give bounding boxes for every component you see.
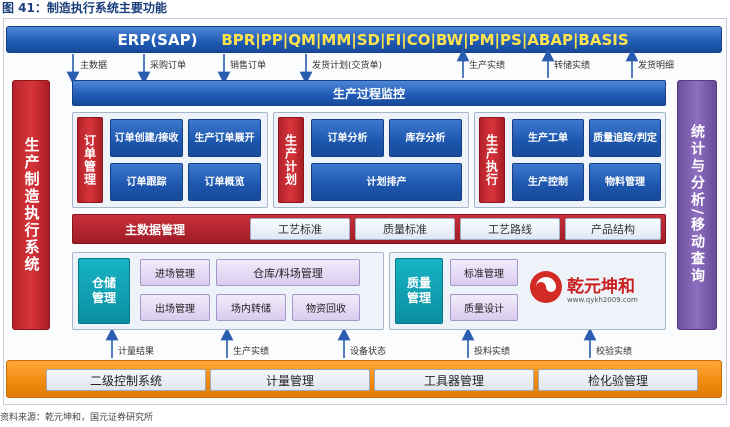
logo-name: 乾元坤和 (567, 277, 635, 297)
order-management-tab: 订单管理 (77, 117, 103, 203)
erp-bar (6, 26, 722, 53)
warehouse-tab: 仓储管理 (78, 258, 130, 324)
exit-management-box: 出场管理 (140, 294, 210, 321)
order-create-receive-box: 订单创建/接收 (110, 119, 183, 157)
lab-inspection-management-box: 检化验管理 (538, 369, 698, 391)
flow-label-feeding-results: 投料实绩 (474, 347, 511, 357)
source-note: 资料来源：乾元坤和，国元证券研究所 (0, 413, 154, 423)
quality-tab: 质量管理 (395, 258, 443, 324)
order-analysis-box: 订单分析 (311, 119, 384, 157)
production-order-expand-box: 生产订单展开 (188, 119, 261, 157)
flow-label-master-data: 主数据 (80, 61, 108, 71)
internal-transfer-box: 场内转储 (216, 294, 286, 321)
warehouse-yard-management-box: 仓库/料场管理 (216, 259, 360, 286)
metering-management-box: 计量管理 (210, 369, 370, 391)
master-item-quality-standard: 质量标准 (355, 218, 455, 240)
flow-label-delivery-plan: 发货计划(交货单) (312, 61, 383, 71)
flow-label-purchase-order: 采购订单 (150, 61, 187, 71)
inventory-analysis-box: 库存分析 (389, 119, 462, 157)
entry-management-box: 进场管理 (140, 259, 210, 286)
order-overview-box: 订单概览 (188, 163, 261, 201)
level2-control-system-box: 二级控制系统 (46, 369, 206, 391)
warehouse-tab-label: 仓储管理 (91, 276, 116, 305)
logo-url: www.qykh2009.com (567, 296, 638, 304)
material-recovery-box: 物资回收 (292, 294, 360, 321)
plan-scheduling-box: 计划排产 (311, 163, 462, 201)
flow-label-bottom-production-results: 生产实绩 (233, 347, 270, 357)
flow-label-calibration-results: 校验实绩 (596, 347, 633, 357)
quality-tab-label: 质量管理 (406, 276, 431, 305)
analytics-side-panel-label: 统计与分析/移动查询 (689, 124, 705, 286)
erp-modules: BPR|PP|QM|MM|SD|FI|CO|BW|PM|PS|ABAP|BASI… (221, 30, 629, 49)
flow-label-equipment-status: 设备状态 (350, 347, 387, 357)
quality-trace-judge-box: 质量追踪/判定 (589, 119, 661, 157)
master-item-product-structure: 产品结构 (565, 218, 661, 240)
flow-label-metering-results: 计量结果 (118, 347, 155, 357)
production-execution-tab: 生产执行 (479, 117, 505, 203)
qykh-logo-icon (530, 271, 562, 303)
figure-title: 图 41：制造执行系统主要功能 (2, 1, 167, 15)
analytics-side-panel (677, 80, 717, 330)
production-monitoring-bar: 生产过程监控 (72, 80, 666, 106)
flow-label-transfer-results: 转储实绩 (554, 61, 591, 71)
mes-side-panel-label: 生产制造执行系统 (22, 137, 41, 273)
master-item-process-route: 工艺路线 (460, 218, 560, 240)
standard-management-box: 标准管理 (450, 259, 518, 286)
master-data-label: 主数据管理 (124, 222, 185, 237)
material-management-box: 物料管理 (589, 163, 661, 201)
quality-design-box: 质量设计 (450, 294, 518, 321)
tooling-management-box: 工具器管理 (374, 369, 534, 391)
flow-label-production-results: 生产实绩 (469, 61, 506, 71)
flow-label-delivery-details: 发货明细 (638, 61, 675, 71)
order-tracking-box: 订单跟踪 (110, 163, 183, 201)
erp-label: ERP(SAP) (117, 30, 198, 49)
production-work-order-box: 生产工单 (512, 119, 584, 157)
master-item-process-standard: 工艺标准 (250, 218, 350, 240)
mes-side-panel (12, 80, 50, 330)
flow-label-sales-order: 销售订单 (230, 61, 267, 71)
production-control-box: 生产控制 (512, 163, 584, 201)
production-plan-tab: 生产计划 (278, 117, 304, 203)
